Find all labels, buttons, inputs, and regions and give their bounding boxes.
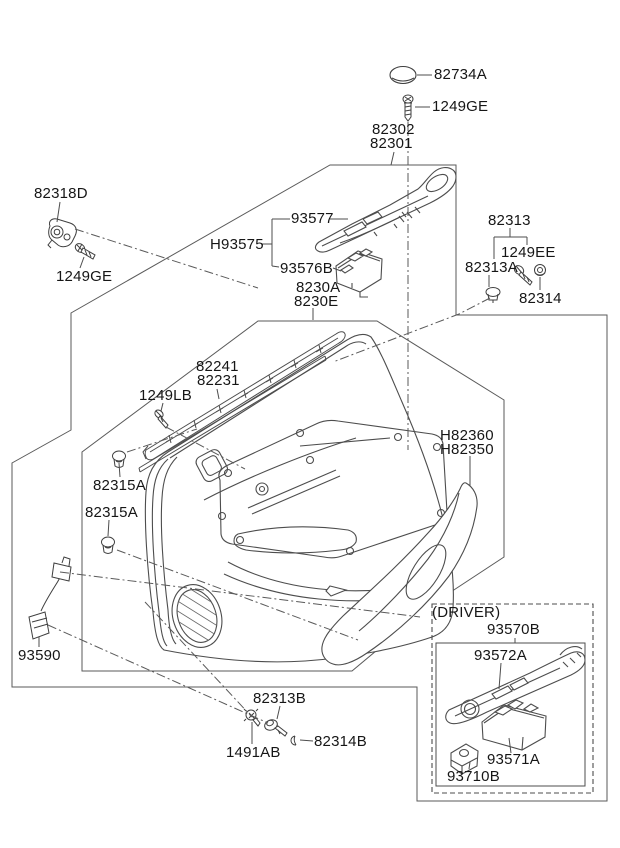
part-label-h93575: H93575 [210,236,264,253]
part-label-82301: 82301 [370,135,413,152]
window-switch-93576b [335,248,383,298]
belt-molding [138,331,346,473]
part-label-93576b: 93576B [280,260,333,277]
part-label-82314b: 82314B [314,733,367,750]
door-handle-bracket-82318d [47,218,77,249]
part-label-h82350: H82350 [440,441,494,458]
driver-inset-box [431,603,594,794]
part-label-82241: 82241 [196,358,239,375]
part-label-82302: 82302 [372,121,415,138]
part-label-8230a: 8230A [296,279,341,296]
part-label-82231: 82231 [197,372,240,389]
map-pocket-opening [233,526,357,554]
grommet-82315a [101,536,115,554]
wiring-harness-93590 [28,556,72,640]
door-pull-cup [195,449,229,483]
part-label-1249ee: 1249EE [501,244,556,261]
part-label-93710b: 93710B [447,768,500,785]
cap-82314b [290,735,297,746]
part-label-82315a-1: 82315A [93,477,146,494]
outer-boundary-box [11,164,608,802]
molding-clips [142,344,324,460]
part-label-82734a: 82734A [434,66,487,83]
driver-inset-caption: (DRIVER) [432,604,501,621]
part-label-93577: 93577 [291,210,334,227]
part-label-1491ab: 1491AB [226,744,281,761]
screw-icon [513,265,533,286]
part-label-93571a: 93571A [487,751,540,768]
part-label-h82360: H82360 [440,427,494,444]
screw-82313b [264,719,288,737]
driver-window-switch-93571a [481,699,547,751]
clip-82313a [485,287,501,303]
part-label-82313b: 82313B [253,690,306,707]
part-label-82318d: 82318D [34,185,88,202]
part-label-82314: 82314 [519,290,562,307]
projection-lines [47,122,491,724]
part-label-82313: 82313 [488,212,531,229]
part-label-93570b: 93570B [487,621,540,638]
grommet-82314 [534,264,546,276]
part-label-1249ge-top: 1249GE [432,98,489,115]
power-window-bezel-93577 [314,167,457,253]
part-label-1249lb: 1249LB [139,387,192,404]
screw-icon [154,409,169,429]
part-label-8230e: 8230E [294,293,339,310]
part-label-82315a-2: 82315A [85,504,138,521]
part-label-82313a: 82313A [465,259,518,276]
leader-lines [38,74,541,770]
door-trim-panel [144,333,454,663]
screw-icon [74,243,96,260]
part-label-93590: 93590 [18,647,61,664]
armrest-pad [321,482,478,666]
part-label-1249ge-left: 1249GE [56,268,113,285]
driver-mirror-switch-93710b [450,743,479,775]
driver-bezel-93572a [445,646,586,725]
part-label-93572a: 93572A [474,647,527,664]
grommet-82734a [389,65,417,85]
screw-icon [402,94,414,122]
screw-bosses [217,428,446,556]
